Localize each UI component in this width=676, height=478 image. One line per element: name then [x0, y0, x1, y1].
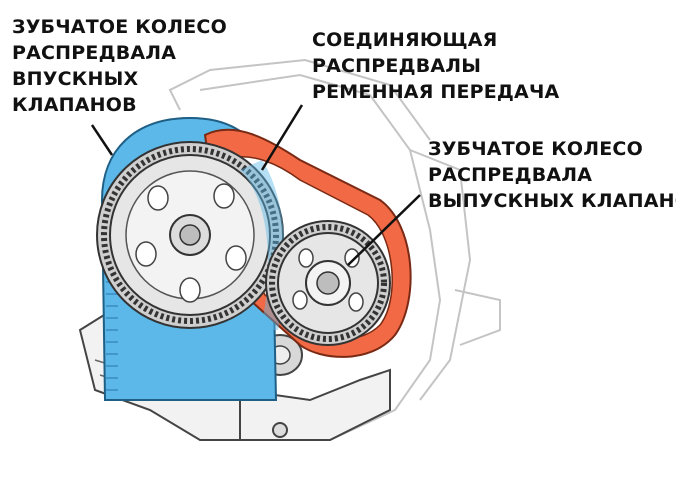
exhaust-sprocket-label: ЗУБЧАТОЕ КОЛЕСО РАСПРЕДВАЛА ВЫПУСКНЫХ КЛ…: [428, 136, 676, 214]
connecting-belt-label: СОЕДИНЯЮЩАЯ РАСПРЕДВАЛЫ РЕМЕННАЯ ПЕРЕДАЧ…: [312, 27, 559, 105]
belt-label-line-3: РЕМЕННАЯ ПЕРЕДАЧА: [312, 81, 560, 103]
intake-label-line-4: КЛАПАНОВ: [12, 94, 137, 116]
belt-label-line-1: СОЕДИНЯЮЩАЯ: [312, 29, 498, 51]
intake-label-line-1: ЗУБЧАТОЕ КОЛЕСО: [12, 16, 227, 38]
belt-leader-line: [260, 104, 304, 171]
intake-leader-line: [90, 124, 114, 156]
engine-housing: [168, 58, 501, 441]
intake-label-line-2: РАСПРЕДВАЛА: [12, 42, 177, 64]
intake-label-line-3: ВПУСКНЫХ: [12, 68, 139, 90]
exhaust-leader-line: [347, 194, 421, 266]
belt-label-line-2: РАСПРЕДВАЛЫ: [312, 55, 482, 77]
exhaust-sprocket: [265, 220, 391, 346]
leader-lines: [90, 104, 421, 266]
exhaust-label-line-3: ВЫПУСКНЫХ КЛАПАНОВ: [428, 190, 676, 212]
exhaust-label-line-1: ЗУБЧАТОЕ КОЛЕСО: [428, 138, 643, 160]
exhaust-label-line-2: РАСПРЕДВАЛА: [428, 164, 593, 186]
intake-sprocket: [96, 141, 286, 330]
intake-sprocket-label: ЗУБЧАТОЕ КОЛЕСО РАСПРЕДВАЛА ВПУСКНЫХ КЛА…: [12, 14, 227, 118]
